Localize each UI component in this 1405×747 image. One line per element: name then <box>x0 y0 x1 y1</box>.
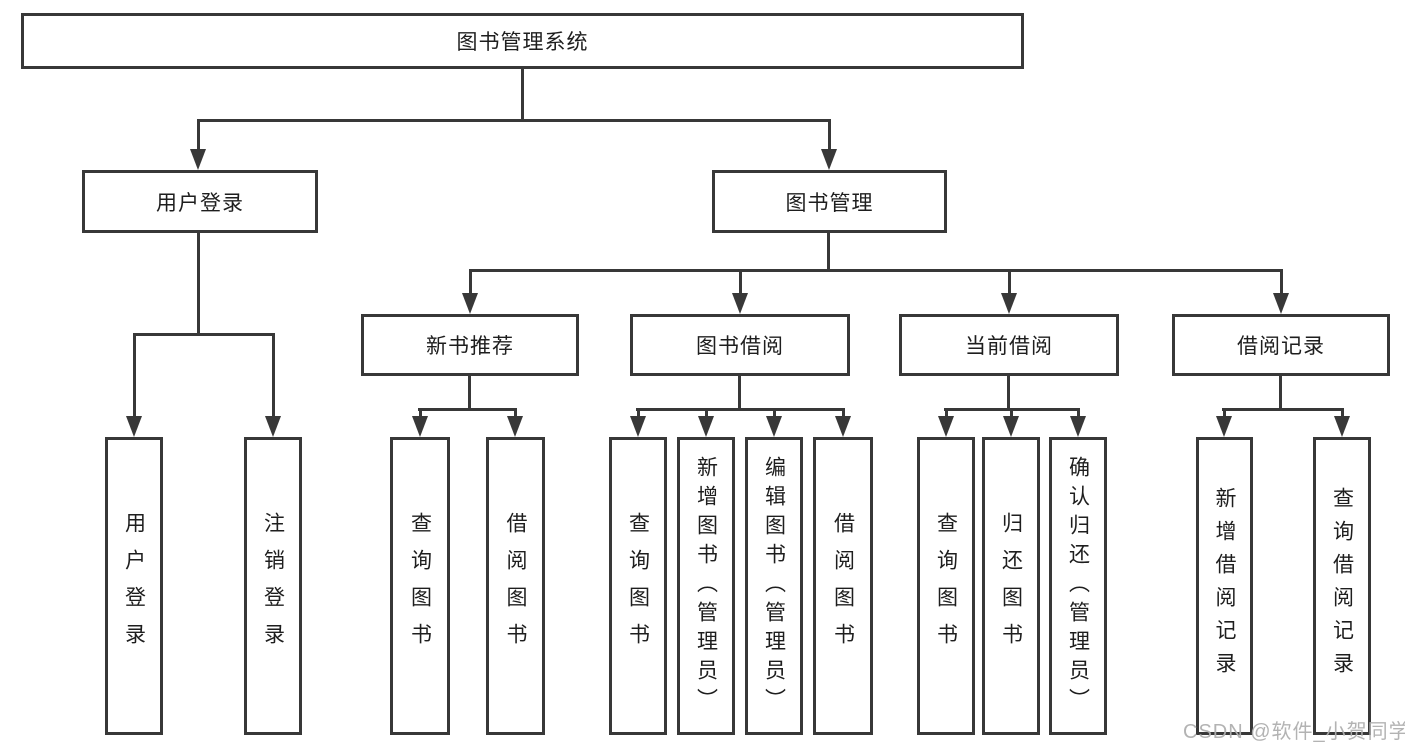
connector-nbr-split <box>418 408 517 411</box>
arrow-down-icon <box>698 411 714 437</box>
leaf-label: 查询图书 <box>408 512 432 660</box>
connector-user-login-split <box>133 333 275 336</box>
leaf-label: 编辑图书（管理员） <box>762 455 786 717</box>
node-bb-query-books: 查询图书 <box>609 437 667 735</box>
node-user-login: 用户登录 <box>82 170 318 233</box>
arrow-down-icon <box>1001 272 1017 314</box>
connector-br-stem <box>1279 376 1282 411</box>
node-book-borrow: 图书借阅 <box>630 314 850 376</box>
node-bb-edit-books-admin: 编辑图书（管理员） <box>745 437 803 735</box>
arrow-down-icon <box>412 411 428 437</box>
arrow-down-icon <box>462 272 478 314</box>
node-book-management: 图书管理 <box>712 170 947 233</box>
arrow-down-icon <box>1273 272 1289 314</box>
connector-nbr-stem <box>468 376 471 411</box>
node-bb-add-books-admin: 新增图书（管理员） <box>677 437 735 735</box>
node-nbr-borrow-books: 借阅图书 <box>486 437 545 735</box>
node-bb-borrow-books: 借阅图书 <box>813 437 873 735</box>
connector-cb-split <box>944 408 1080 411</box>
node-cb-query-books: 查询图书 <box>917 437 975 735</box>
leaf-label: 新增借阅记录 <box>1213 487 1236 685</box>
node-current-borrow: 当前借阅 <box>899 314 1119 376</box>
leaf-label: 注销登录 <box>261 512 285 660</box>
node-br-query-borrow-record: 查询借阅记录 <box>1313 437 1371 735</box>
arrow-down-icon <box>938 411 954 437</box>
arrow-down-icon <box>1216 411 1232 437</box>
node-new-book-recommend: 新书推荐 <box>361 314 579 376</box>
node-root-library-system: 图书管理系统 <box>21 13 1024 69</box>
arrow-down-icon <box>507 411 523 437</box>
leaf-label: 新增图书（管理员） <box>694 455 718 717</box>
node-cb-confirm-return-admin: 确认归还（管理员） <box>1049 437 1107 735</box>
leaf-label: 归还图书 <box>999 512 1023 660</box>
leaf-label: 确认归还（管理员） <box>1066 455 1090 717</box>
arrow-down-icon <box>835 411 851 437</box>
connector-bb-split <box>636 408 845 411</box>
arrow-down-icon <box>630 411 646 437</box>
connector-root-stem <box>521 69 524 120</box>
connector-bb-stem <box>738 376 741 411</box>
leaf-label: 借阅图书 <box>504 512 527 660</box>
arrow-down-icon <box>126 336 142 437</box>
leaf-label: 查询借阅记录 <box>1330 487 1354 685</box>
arrow-down-icon <box>190 122 206 170</box>
node-br-add-borrow-record: 新增借阅记录 <box>1196 437 1253 735</box>
connector-book-mgmt-split <box>469 269 1283 272</box>
leaf-label: 借阅图书 <box>831 512 855 660</box>
node-cb-return-books: 归还图书 <box>982 437 1040 735</box>
arrow-down-icon <box>1334 411 1350 437</box>
node-ul-logout: 注销登录 <box>244 437 302 735</box>
connector-user-login-stem <box>197 233 200 335</box>
connector-root-split <box>197 119 831 122</box>
arrow-down-icon <box>1003 411 1019 437</box>
connector-book-mgmt-stem <box>827 233 830 272</box>
arrow-down-icon <box>265 336 281 437</box>
arrow-down-icon <box>766 411 782 437</box>
csdn-watermark: CSDN @软件_小贺同学 <box>1183 721 1405 743</box>
leaf-label: 查询图书 <box>626 512 650 660</box>
node-nbr-query-books: 查询图书 <box>390 437 450 735</box>
leaf-label: 查询图书 <box>934 512 958 660</box>
connector-cb-stem <box>1007 376 1010 411</box>
leaf-label: 用户登录 <box>122 512 146 660</box>
arrow-down-icon <box>1070 411 1086 437</box>
arrow-down-icon <box>821 122 837 170</box>
connector-br-split <box>1222 408 1344 411</box>
arrow-down-icon <box>732 272 748 314</box>
node-borrow-records: 借阅记录 <box>1172 314 1390 376</box>
node-ul-user-login: 用户登录 <box>105 437 163 735</box>
